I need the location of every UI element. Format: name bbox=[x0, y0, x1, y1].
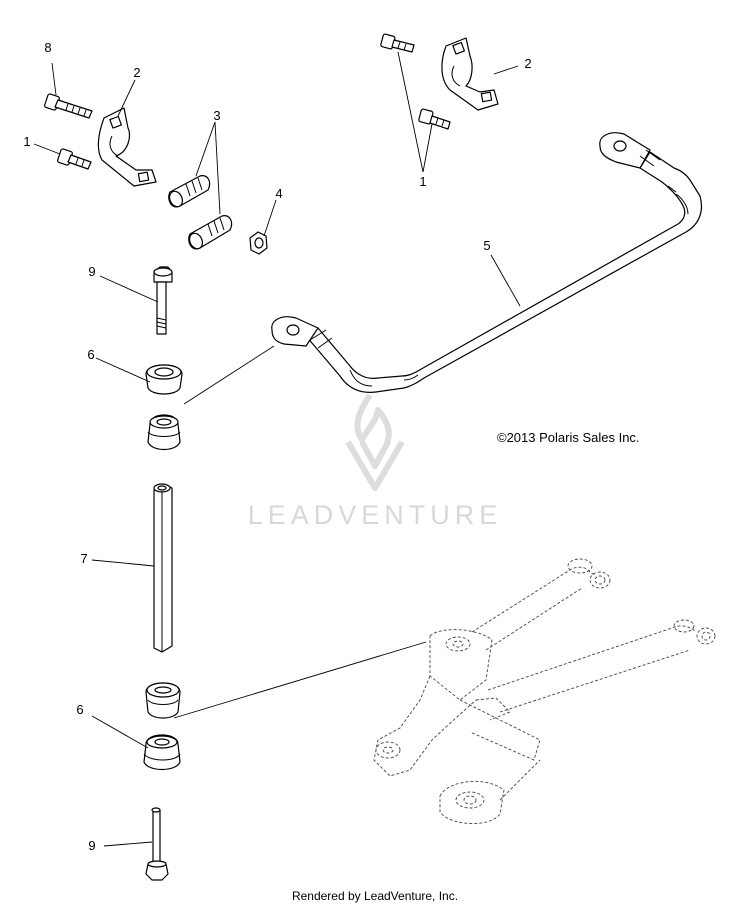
copyright-notice: ©2013 Polaris Sales Inc. bbox=[497, 430, 640, 445]
part-1-bolt-right-upper bbox=[380, 33, 415, 53]
callout-7: 7 bbox=[80, 551, 87, 566]
part-6-grommet-bottom-lower bbox=[143, 734, 181, 771]
part-6-grommet-top-lower bbox=[147, 414, 181, 451]
part-7-sleeve bbox=[153, 483, 173, 653]
callout-3: 3 bbox=[213, 108, 220, 123]
part-3-bushing-lower bbox=[188, 215, 233, 250]
callout-2-left: 2 bbox=[133, 65, 140, 80]
part-1-bolt-right-lower bbox=[418, 108, 451, 130]
flame-logo-icon bbox=[345, 393, 405, 491]
callout-1-right: 1 bbox=[419, 174, 426, 189]
watermark-text: LEADVENTURE bbox=[248, 500, 503, 530]
part-1-bolt-left bbox=[57, 148, 92, 170]
part-8-bolt bbox=[44, 93, 93, 119]
part-6-grommet-bottom-upper bbox=[145, 682, 181, 719]
part-9-bolt-top bbox=[153, 266, 173, 335]
callout-1-left: 1 bbox=[23, 134, 30, 149]
callouts: 8 2 3 1 4 1 2 5 9 6 7 6 9 bbox=[23, 40, 531, 853]
leader-lines bbox=[33, 51, 521, 847]
part-6-grommet-top-upper bbox=[145, 364, 183, 395]
callout-2-right: 2 bbox=[524, 56, 531, 71]
callout-4: 4 bbox=[275, 186, 282, 201]
part-9-bolt-bottom bbox=[145, 807, 169, 881]
callout-6-top: 6 bbox=[87, 347, 94, 362]
part-5-stabilizer-bar bbox=[271, 132, 703, 393]
part-2-clamp-left bbox=[97, 107, 157, 187]
callout-6-bottom: 6 bbox=[76, 702, 83, 717]
trailing-arm-assembly bbox=[373, 558, 716, 824]
callout-9-bottom: 9 bbox=[88, 838, 95, 853]
callout-8: 8 bbox=[44, 40, 51, 55]
watermark: LEADVENTURE bbox=[248, 393, 503, 530]
callout-5: 5 bbox=[483, 238, 490, 253]
part-3-bushing-upper bbox=[168, 175, 211, 208]
footer-rendered-by: Rendered by LeadVenture, Inc. bbox=[292, 889, 458, 903]
part-2-clamp-right bbox=[441, 37, 499, 111]
part-4-nut bbox=[249, 231, 268, 255]
callout-9-top: 9 bbox=[88, 264, 95, 279]
